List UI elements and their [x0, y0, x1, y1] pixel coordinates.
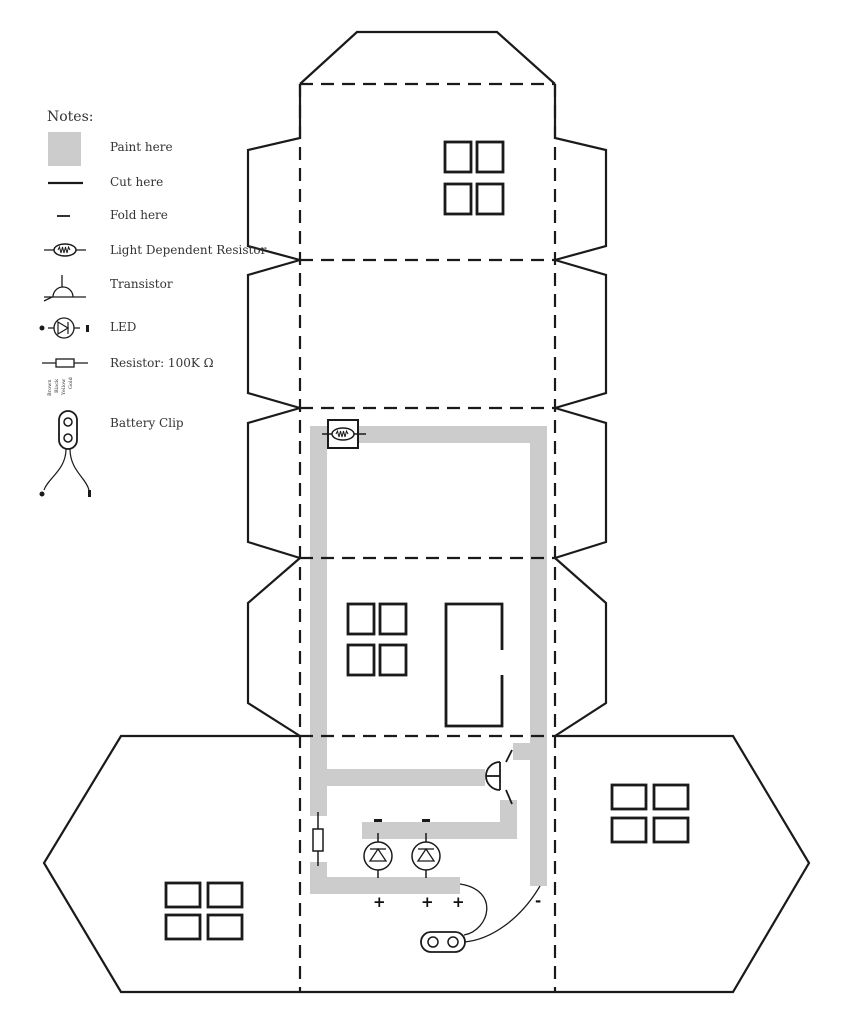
legend-led-icon: [39, 317, 89, 339]
legend-transistor-label: Transistor: [110, 277, 173, 291]
plus-mark-3: +: [452, 893, 465, 911]
paint-track-led-minus: [362, 822, 517, 839]
battery-clip-component: [420, 883, 541, 953]
led-component-2: [411, 833, 441, 878]
legend-led-label: LED: [110, 320, 136, 334]
paint-track-left-vertical: [310, 426, 327, 786]
fold-lines: [298, 82, 557, 992]
legend-resistor-icon: [42, 358, 88, 368]
legend: Notes: Paint here Cut here Fold here Lig…: [39, 109, 267, 497]
cut-line-right-wing: [555, 734, 811, 994]
window-left-wing: [164, 881, 244, 941]
legend-resistor-band-4: Gold: [68, 376, 74, 389]
legend-ldr-icon: [44, 243, 86, 257]
legend-resistor-band-1: Brown: [47, 379, 53, 396]
legend-paint-label: Paint here: [110, 140, 173, 154]
cut-line-roof-right: [553, 84, 608, 262]
cut-line-right-tab-2: [554, 406, 608, 560]
legend-battery-label: Battery Clip: [110, 416, 184, 430]
door: [444, 602, 504, 728]
window-front: [346, 602, 408, 677]
window-roof: [443, 140, 505, 216]
legend-ldr-label: Light Dependent Resistor: [110, 243, 267, 257]
paint-track-emitter-down: [500, 800, 517, 839]
paint-track-transistor-right-stub: [513, 743, 532, 760]
paint-track-resistor-upper: [310, 786, 327, 816]
plus-mark-1: +: [373, 893, 386, 911]
legend-resistor-label: Resistor: 100K Ω: [110, 356, 214, 370]
legend-title: Notes:: [47, 109, 94, 125]
legend-resistor-band-3: Yellow: [61, 378, 67, 396]
cut-line-roof-top: [299, 30, 556, 85]
legend-paint-swatch: [48, 132, 81, 166]
cut-line-left-tab-1: [246, 258, 301, 410]
cut-line-right-tab-1: [554, 258, 608, 410]
legend-resistor-band-2: Black: [54, 378, 60, 393]
plus-mark-2: +: [421, 893, 434, 911]
windows: [164, 140, 690, 941]
cut-line-left-wing: [42, 734, 300, 994]
transistor-component: [485, 749, 513, 805]
ldr-component: [322, 419, 366, 449]
legend-transistor-icon: [43, 275, 86, 302]
legend-fold-label: Fold here: [110, 208, 168, 222]
legend-cut-label: Cut here: [110, 175, 163, 189]
window-right-wing: [610, 783, 690, 844]
legend-battery-icon: [39, 410, 91, 497]
paint-tracks: [310, 426, 547, 894]
cut-line-right-tab-3: [554, 557, 608, 737]
cut-line-left-tab-2: [246, 406, 301, 560]
led-component-1: [363, 833, 393, 878]
cut-line-left-tab-3: [246, 557, 301, 737]
minus-mark-1: -: [535, 892, 541, 910]
paint-track-right-vertical: [530, 426, 547, 886]
resistor-component: [312, 812, 324, 866]
led-minus-markers: [374, 819, 430, 822]
paint-track-top: [310, 426, 547, 443]
cut-lines: [42, 30, 811, 994]
cut-line-roof: [246, 84, 302, 262]
paint-track-to-transistor: [310, 769, 485, 786]
paint-track-bottom: [310, 877, 460, 894]
